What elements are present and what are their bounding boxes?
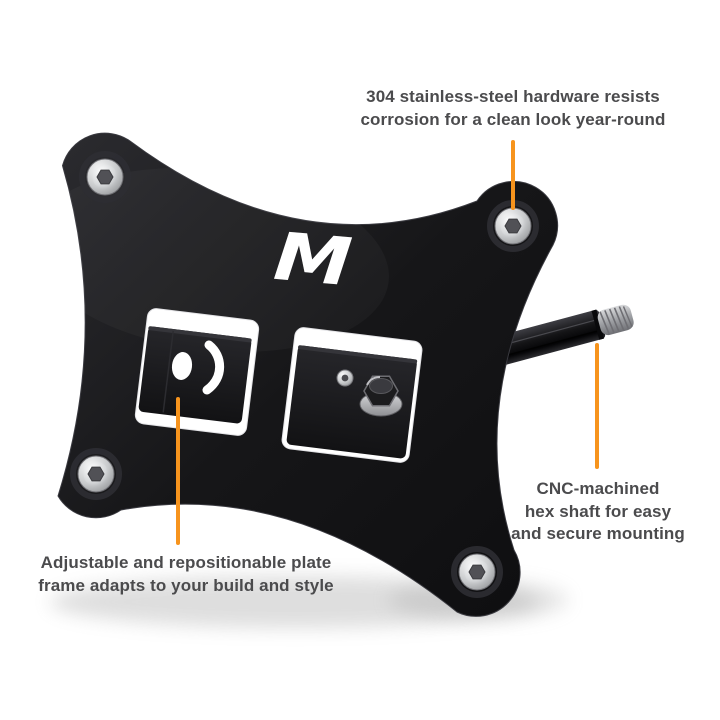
callout-hex-shaft-line-2: hex shaft for easy: [524, 501, 672, 521]
threaded-tip: [597, 304, 634, 336]
callout-plate-frame-line-1: Adjustable and repositionable plate: [40, 553, 332, 572]
callout-hardware-leader-line: [511, 140, 515, 210]
callout-plate-frame: Adjustable and repositionable plate fram…: [16, 552, 356, 597]
corner-bolt-top-left: [82, 154, 128, 200]
hex-bolt-highlight: [366, 376, 381, 386]
callout-hardware: 304 stainless-steel hardware resists cor…: [343, 86, 683, 131]
callout-hardware-line-2: corrosion for a clean look year-round: [360, 109, 666, 129]
adjustment-slot: [202, 340, 225, 395]
oval-hole: [171, 352, 193, 380]
corner-bolt-bottom-left: [73, 451, 119, 497]
callout-hex-shaft: CNC-machined hex shaft for easy and secu…: [488, 478, 708, 546]
brand-logo: M: [271, 219, 355, 302]
hex-bolt-top-face: [369, 378, 393, 394]
callout-plate-frame-leader-line: [176, 397, 180, 545]
callout-hardware-line-1: 304 stainless-steel hardware resists: [366, 87, 660, 106]
callout-plate-frame-line-2: frame adapts to your build and style: [38, 575, 334, 595]
corner-bolt-bottom-right: [454, 549, 500, 595]
left-bracket-tab: [138, 326, 252, 424]
callout-hex-shaft-line-3: and secure mounting: [511, 524, 685, 543]
callout-hex-shaft-line-1: CNC-machined: [536, 479, 660, 498]
callout-hex-shaft-leader-line: [595, 343, 599, 469]
right-bracket-tab: [286, 345, 418, 459]
retaining-screw-socket: [341, 374, 349, 382]
